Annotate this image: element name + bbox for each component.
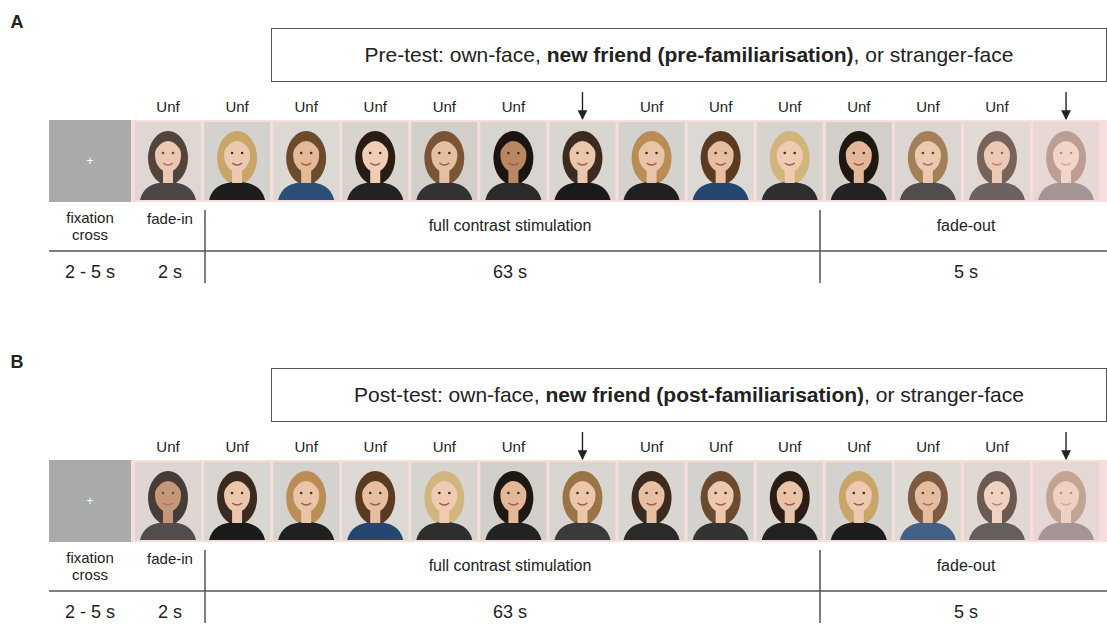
trial-tag: Unf [433, 438, 456, 455]
face-photo [826, 462, 892, 540]
trial-tag: Unf [433, 98, 456, 115]
trial-tag: Unf [709, 98, 732, 115]
face-photo [342, 122, 408, 200]
duration-label: 5 s [954, 602, 978, 623]
face-photo [1033, 462, 1099, 540]
face-photo [688, 462, 754, 540]
face-photo [757, 462, 823, 540]
phase-label: fixation cross [50, 209, 130, 244]
target-arrow [582, 432, 583, 459]
phase-label: fade-out [937, 217, 996, 235]
title-text: Post-test: own-face, [354, 383, 540, 407]
phase-label: full contrast stimulation [429, 217, 592, 235]
trial-tag: Unf [364, 98, 387, 115]
trial-tag: Unf [709, 438, 732, 455]
phase-label: full contrast stimulation [429, 557, 592, 575]
face-photo [135, 462, 201, 540]
duration-label: 2 s [158, 262, 182, 283]
phase-label: fixation cross [50, 549, 130, 584]
timeline-divider [204, 210, 206, 283]
face-photo [964, 462, 1030, 540]
trial-tag: Unf [847, 438, 870, 455]
condition-title-box: Pre-test: own-face,new friend (pre-famil… [271, 28, 1107, 82]
face-photo [1033, 122, 1099, 200]
timeline-divider [819, 550, 821, 623]
trial-tag: Unf [916, 98, 939, 115]
duration-label: 63 s [493, 262, 527, 283]
trial-tag: Unf [294, 98, 317, 115]
timeline-axis [49, 250, 1107, 252]
trial-tag: Unf [916, 438, 939, 455]
duration-label: 2 - 5 s [65, 602, 115, 623]
face-photo [342, 462, 408, 540]
face-photo [549, 462, 615, 540]
face-photo [411, 462, 477, 540]
stimulus-band [131, 120, 1107, 202]
trial-tag: Unf [985, 98, 1008, 115]
fixation-symbol: + [86, 494, 93, 508]
trial-tag: Unf [640, 438, 663, 455]
trial-tag: Unf [640, 98, 663, 115]
trial-tag: Unf [156, 98, 179, 115]
trial-tag: Unf [778, 438, 801, 455]
face-photo [273, 122, 339, 200]
face-photo [757, 122, 823, 200]
face-photo [135, 122, 201, 200]
duration-label: 2 s [158, 602, 182, 623]
face-photo [480, 122, 546, 200]
title-text: , or stranger-face [854, 43, 1014, 67]
panel-illustration [49, 92, 1107, 283]
panel-letter: A [11, 12, 24, 33]
face-photo [895, 462, 961, 540]
trial-tag: Unf [847, 98, 870, 115]
face-photo [273, 462, 339, 540]
duration-label: 63 s [493, 602, 527, 623]
panel-illustration [49, 432, 1107, 623]
phase-label: fade-in [147, 550, 193, 567]
trial-tag: Unf [225, 438, 248, 455]
stimulus-band [131, 460, 1107, 542]
title-text: new friend (pre-familiarisation) [547, 43, 854, 67]
panel-letter: B [11, 352, 24, 373]
timeline-divider [204, 550, 206, 623]
title-text: Pre-test: own-face, [365, 43, 541, 67]
trial-tag: Unf [294, 438, 317, 455]
face-photo [204, 462, 270, 540]
face-photo [688, 122, 754, 200]
face-photo [619, 122, 685, 200]
target-arrow [1065, 92, 1066, 119]
title-text: new friend (post-familiarisation) [546, 383, 865, 407]
trial-tag: Unf [364, 438, 387, 455]
title-text: , or stranger-face [864, 383, 1024, 407]
trial-tag: Unf [156, 438, 179, 455]
trial-tag: Unf [502, 438, 525, 455]
fixation-symbol: + [86, 154, 93, 168]
face-photo [549, 122, 615, 200]
face-photo [619, 462, 685, 540]
phase-label: fade-out [937, 557, 996, 575]
fixation-box: + [49, 460, 131, 542]
timeline-axis [49, 590, 1107, 592]
trial-tag: Unf [502, 98, 525, 115]
target-arrow [582, 92, 583, 119]
phase-label: fade-in [147, 210, 193, 227]
fixation-box: + [49, 120, 131, 202]
face-photo [826, 122, 892, 200]
duration-label: 2 - 5 s [65, 262, 115, 283]
face-photo [480, 462, 546, 540]
condition-title-box: Post-test: own-face,new friend (post-fam… [271, 368, 1107, 422]
face-photo [895, 122, 961, 200]
face-photo [411, 122, 477, 200]
trial-tag: Unf [778, 98, 801, 115]
face-photo [204, 122, 270, 200]
trial-tag: Unf [985, 438, 1008, 455]
timeline-divider [819, 210, 821, 283]
face-photo [964, 122, 1030, 200]
duration-label: 5 s [954, 262, 978, 283]
trial-tag: Unf [225, 98, 248, 115]
target-arrow [1065, 432, 1066, 459]
